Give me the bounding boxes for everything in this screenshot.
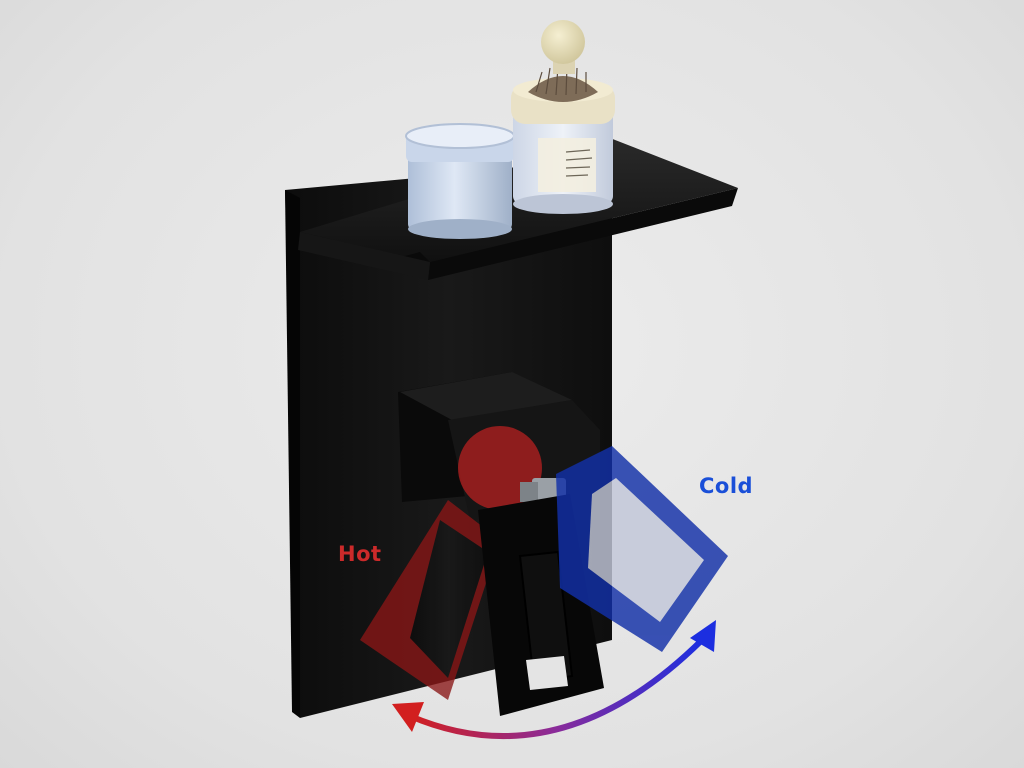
handle-hot-position: [360, 500, 500, 700]
brush-bottle: [511, 20, 615, 214]
cold-label: Cold: [699, 474, 754, 498]
cream-jar: [405, 123, 515, 239]
rotation-arrow-icon: [392, 620, 716, 740]
hot-label: Hot: [338, 542, 382, 566]
handle-cold-position: [556, 446, 728, 652]
